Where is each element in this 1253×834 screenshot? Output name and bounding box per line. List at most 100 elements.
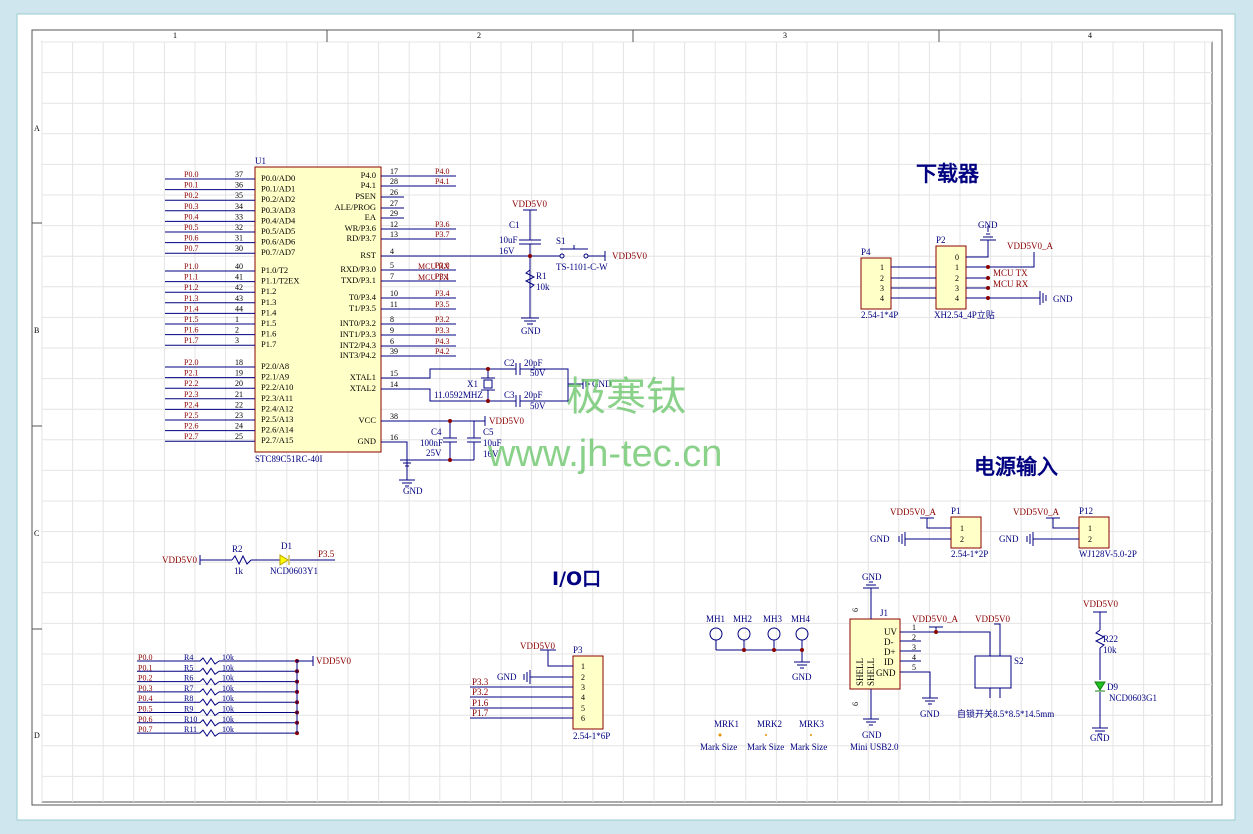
reset-circuit xyxy=(381,209,606,325)
p2-mcu-rx: MCU RX xyxy=(993,279,1029,289)
mcu-left-net: P1.4 xyxy=(184,304,198,313)
pullup-net: P0.5 xyxy=(138,705,152,714)
mh4-ref: MH4 xyxy=(791,614,811,624)
crystal-junction-top xyxy=(486,367,490,371)
mcu-right-pin-name: T0/P3.4 xyxy=(349,292,377,302)
downloader-connectors xyxy=(860,226,1047,310)
mcu-right-pin-name: GND xyxy=(358,436,376,446)
p4-pin-3: 3 xyxy=(880,284,884,293)
mcu-left-net: P1.2 xyxy=(184,283,198,292)
mcu-right-pin-num: 14 xyxy=(390,380,398,389)
mcu-left-pin-num: 37 xyxy=(235,170,243,179)
section-title-power: 电源输入 xyxy=(974,455,1058,479)
pullup-net: P0.4 xyxy=(138,694,152,703)
mcu-left-net: P2.3 xyxy=(184,390,198,399)
mrk1-label: Mark Size xyxy=(700,742,737,752)
mcu-left-net: P0.2 xyxy=(184,191,198,200)
mcu-right-pin-name: INT2/P4.3 xyxy=(340,340,376,350)
pullup-junction xyxy=(295,731,299,736)
j1-part: Mini USB2.0 xyxy=(850,742,899,752)
mcu-left-pin-num: 41 xyxy=(235,273,243,282)
p12-pin-1: 1 xyxy=(1088,524,1092,533)
s2-part: 自锁开关8.5*8.5*14.5mm xyxy=(957,708,1054,719)
mcu-right-pin-num: 26 xyxy=(390,188,398,197)
mcu-left-pin-num: 35 xyxy=(235,191,243,200)
mcu-right-pin-name: XTAL1 xyxy=(350,372,376,382)
status-led-circuit xyxy=(199,554,335,566)
usb-gnd-top: GND xyxy=(862,572,882,582)
p4-part: 2.54-1*4P xyxy=(861,310,898,320)
watermark-brand: 极寒钛 xyxy=(566,374,686,420)
mcu-left-net: P2.5 xyxy=(184,411,198,420)
p2-gnd-right: GND xyxy=(1053,294,1073,304)
d1-ref: D1 xyxy=(281,541,292,551)
usb-pin-dp: D+ xyxy=(884,647,896,657)
s2-vdd: VDD5V0 xyxy=(975,614,1010,624)
d9-ref: D9 xyxy=(1107,682,1118,692)
mcu-right-label: MCU TX xyxy=(418,273,449,282)
pullup-net: P0.7 xyxy=(138,725,152,734)
mcu-right-pin-name: INT0/P3.2 xyxy=(340,318,376,328)
pullup-resistor-icon xyxy=(199,657,220,665)
mcu-right-pin-name: P4.1 xyxy=(361,180,376,190)
mcu-right-pin-num: 5 xyxy=(390,261,394,270)
mrk2-ref: MRK2 xyxy=(757,719,782,729)
mcu-left-pin-name: P2.5/A13 xyxy=(261,414,293,424)
mcu-right-net: P3.0 xyxy=(435,261,449,270)
mcu-left-net: P2.1 xyxy=(184,369,198,378)
c3-ref: C3 xyxy=(504,390,515,400)
s1-part: TS-1101-C-W xyxy=(556,262,608,272)
mcu-left-pin-num: 20 xyxy=(235,379,243,388)
mcu-left-pin-name: P2.3/A11 xyxy=(261,393,293,403)
usb-gnd-side: GND xyxy=(920,709,940,719)
mcu-left-net: P2.4 xyxy=(184,400,198,409)
pullup-val: 10k xyxy=(222,725,234,734)
crystal-gnd: GND xyxy=(592,379,612,389)
mcu-right-pin-name: TXD/P3.1 xyxy=(341,275,376,285)
usb-shell-num-top: 6 xyxy=(851,608,860,612)
p2-ref: P2 xyxy=(936,235,946,245)
p2-gnd: GND xyxy=(978,220,998,230)
zone-row-b: B xyxy=(34,326,39,335)
r2-ref: R2 xyxy=(232,544,243,554)
mh2-ref: MH2 xyxy=(733,614,752,624)
p2-pin-1: 1 xyxy=(955,263,959,272)
p2-pin-0: 0 xyxy=(955,253,959,262)
pullup-ref: R7 xyxy=(184,684,193,693)
watermark-url: www.jh-tec.cn xyxy=(487,433,722,475)
led-net: P3.5 xyxy=(318,549,335,559)
mcu-right-pin-num: 16 xyxy=(390,433,398,442)
mcu-left-pin-num: 32 xyxy=(235,223,243,232)
reset-junction xyxy=(528,254,532,258)
mcu-right-pin-name: T1/P3.5 xyxy=(349,303,376,313)
pullup-resistor-icon xyxy=(199,718,220,727)
io-net-p16: P1.6 xyxy=(472,698,489,708)
mcu-right-pin-num: 38 xyxy=(390,412,398,421)
mcu-right-net: P3.7 xyxy=(435,230,449,239)
usb-shell-1: SHELL xyxy=(855,658,865,686)
mcu-left-net: P0.4 xyxy=(184,212,198,221)
mcu-right-pin-name: RD/P3.7 xyxy=(346,233,376,243)
p2-pin-3: 3 xyxy=(955,284,959,293)
p2-vdd: VDD5V0_A xyxy=(1007,241,1053,251)
mcu-right-pin-num: 13 xyxy=(390,230,398,239)
mcu-left-pin-num: 3 xyxy=(235,336,239,345)
usb-shell-num-bottom: 6 xyxy=(851,702,860,706)
c5-val: 10uF xyxy=(483,438,502,448)
p3-part: 2.54-1*6P xyxy=(573,731,610,741)
zone-col-1: 1 xyxy=(173,31,177,40)
mcu-left-pin-name: P1.6 xyxy=(261,329,276,339)
pullup-ref: R11 xyxy=(184,725,197,734)
zone-row-d: D xyxy=(34,731,40,740)
mcu-left-net: P1.3 xyxy=(184,294,198,303)
mcu-left-pin-num: 21 xyxy=(235,390,243,399)
c1-val: 10uF xyxy=(499,235,518,245)
mcu-right-pin-name: P4.0 xyxy=(361,170,376,180)
mcu-left-net: P1.0 xyxy=(184,262,198,271)
pullup-val: 10k xyxy=(222,663,234,672)
j1-ref: J1 xyxy=(880,608,888,618)
zone-col-4: 4 xyxy=(1088,31,1092,40)
mcu-right-net: P4.1 xyxy=(435,177,449,186)
